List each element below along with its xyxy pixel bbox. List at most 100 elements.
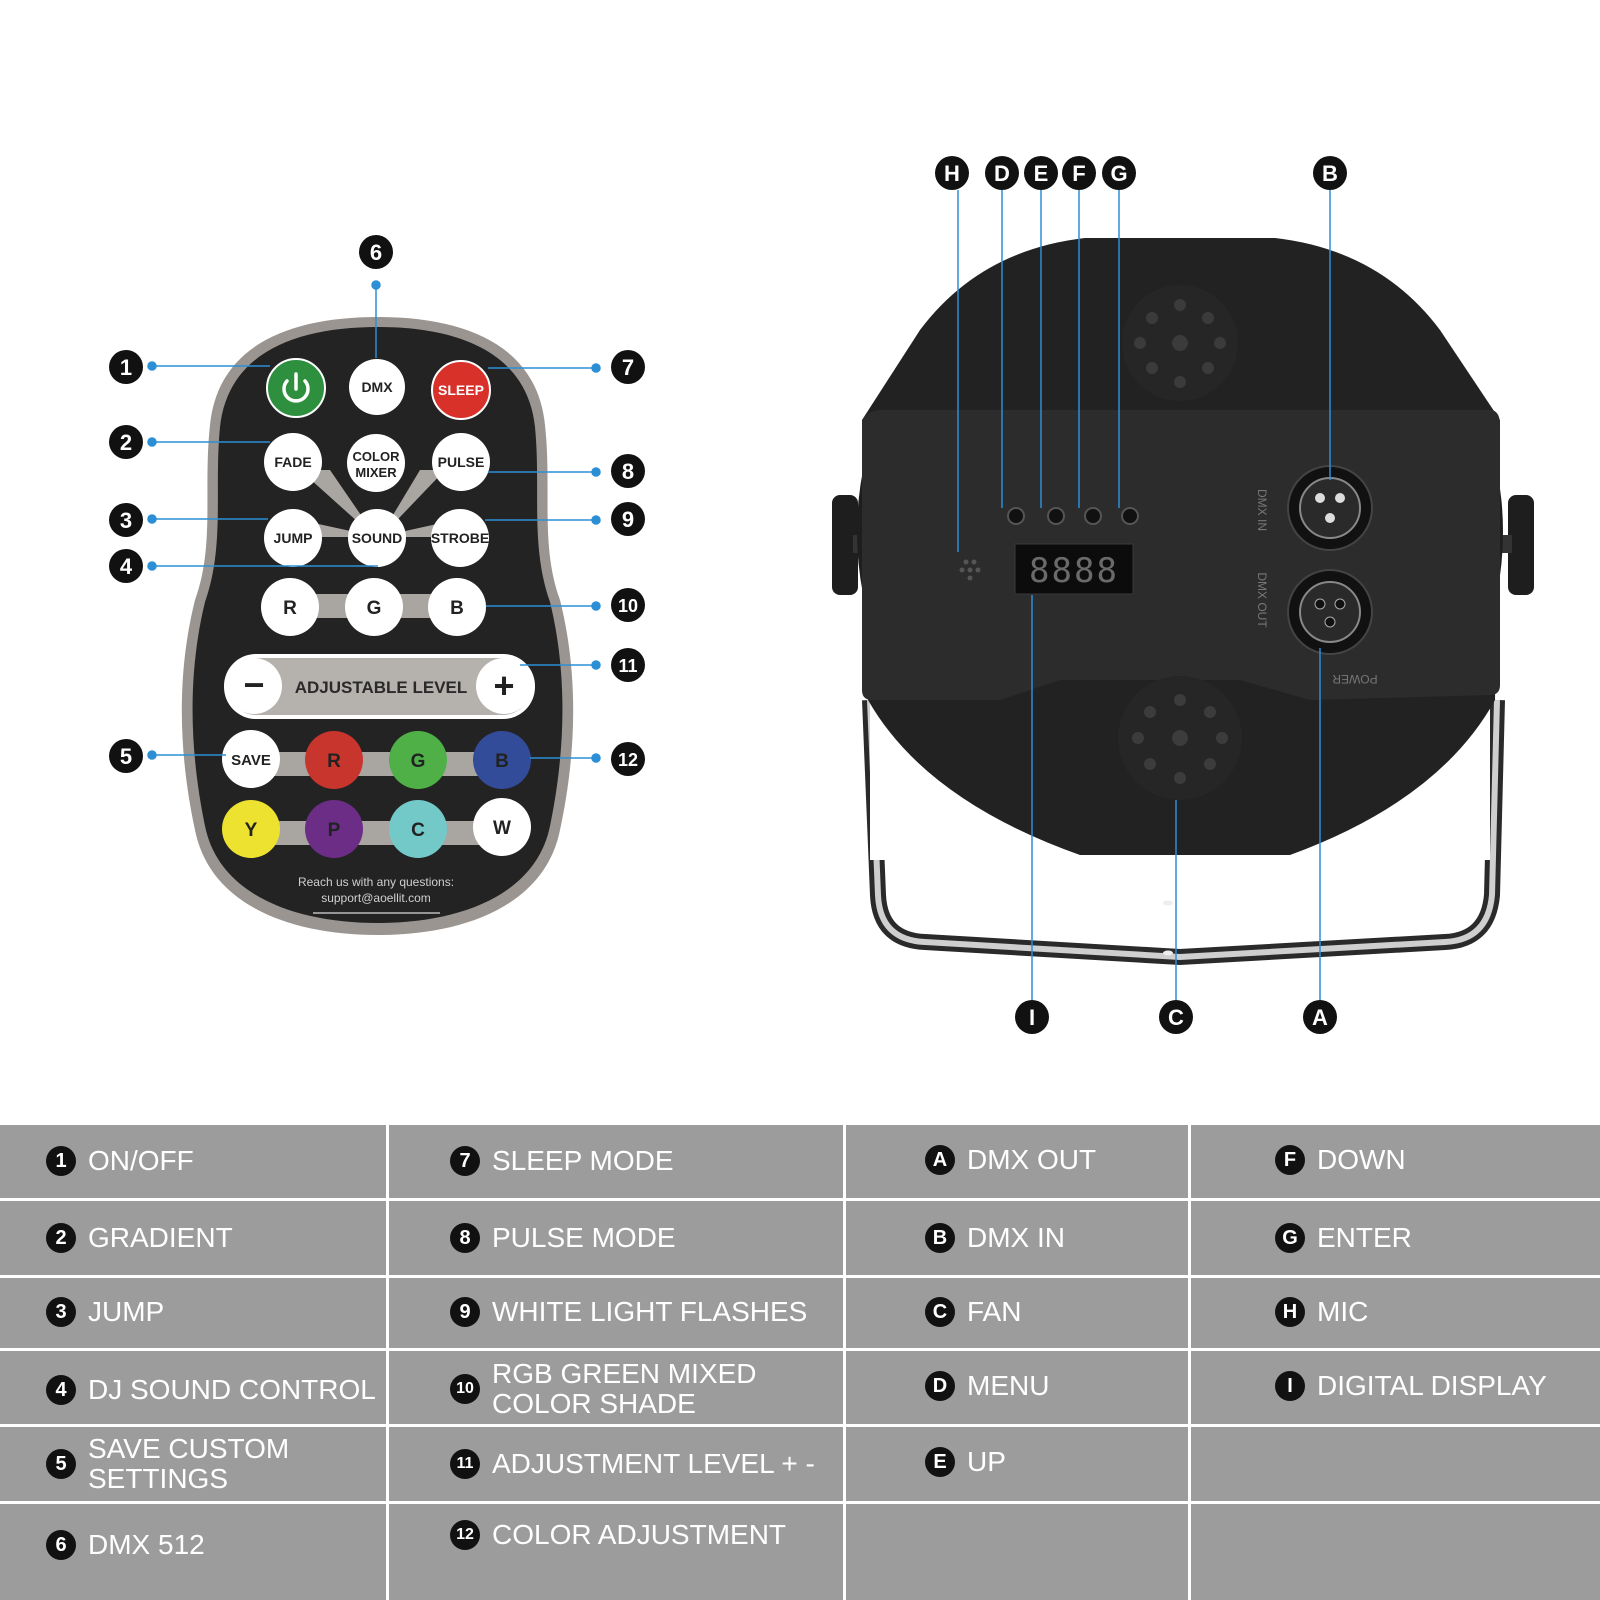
legend-badge: G [1275, 1223, 1305, 1253]
dmx-out-text: DMX OUT [1255, 572, 1269, 628]
plus-button [476, 658, 532, 714]
contact-line-2: support@aoellit.com [321, 891, 431, 905]
red-label: R [327, 751, 341, 772]
legend-badge: C [925, 1297, 955, 1327]
g-label: G [367, 598, 382, 619]
light-device: 8888 DMX IN DMX OUT POWER [832, 200, 1534, 966]
legend-text: WHITE LIGHT FLASHES [492, 1296, 808, 1327]
digital-display [1014, 543, 1134, 595]
plus-label: + [493, 665, 514, 706]
dmx-in-text: DMX IN [1255, 489, 1269, 531]
legend-item: F DOWN [1275, 1138, 1595, 1182]
callout-12: 12 [618, 750, 638, 770]
legend-badge: 12 [450, 1520, 480, 1550]
purple-label: P [328, 820, 341, 841]
callout-3: 3 [120, 508, 132, 533]
right-knob [1508, 495, 1534, 595]
legend-badge: F [1275, 1145, 1305, 1175]
blue-button [473, 731, 531, 789]
mic-holes [959, 559, 981, 581]
color-mixer-label-1: COLOR [353, 449, 401, 464]
callout-11: 11 [618, 656, 637, 676]
divider [1188, 1125, 1191, 1600]
callout-1: 1 [120, 355, 132, 380]
remote-callouts: 1 6 7 2 8 3 9 4 10 11 5 12 [109, 235, 645, 776]
legend-text: COLOR ADJUSTMENT [492, 1519, 787, 1550]
legend-badge: D [925, 1371, 955, 1401]
adjustable-level-bar [228, 658, 531, 715]
callout-4: 4 [120, 554, 133, 579]
callout-6: 6 [370, 240, 382, 265]
callout-C: C [1168, 1005, 1184, 1030]
dmx-label: DMX [361, 379, 393, 395]
menu-button [1007, 507, 1025, 525]
callout-2: 2 [120, 430, 132, 455]
divider [386, 1125, 389, 1600]
legend-text: RGB GREEN MIXED COLOR SHADE [492, 1358, 757, 1419]
legend-text: ENTER [1317, 1222, 1412, 1253]
color-mixer-button [347, 434, 405, 492]
legend-badge: 3 [46, 1297, 76, 1327]
fan-vent-top [1122, 285, 1238, 401]
legend-badge: 1 [46, 1146, 76, 1176]
strobe-label: STROBE [431, 530, 489, 546]
left-knob [832, 495, 858, 595]
legend-item: 12 COLOR ADJUSTMENT [450, 1513, 835, 1557]
jump-label: JUMP [274, 530, 313, 546]
callout-9: 9 [622, 507, 634, 532]
sleep-label: SLEEP [438, 382, 484, 398]
legend-badge: B [925, 1223, 955, 1253]
white-label: W [493, 818, 511, 839]
sound-button [348, 509, 406, 567]
divider [0, 1424, 1600, 1427]
legend-badge: 4 [46, 1375, 76, 1405]
legend-text: SAVE CUSTOM SETTINGS [88, 1433, 290, 1494]
legend-badge: 5 [46, 1449, 76, 1479]
remote-control: − + ADJUSTABLE LEVEL DMX SLEEP FADE COLO… [181, 317, 574, 935]
legend-text: DOWN [1317, 1144, 1406, 1175]
power-icon [282, 372, 310, 403]
divider [0, 1275, 1600, 1278]
sleep-button [431, 360, 491, 420]
fade-label: FADE [274, 454, 311, 470]
legend-badge: 10 [450, 1374, 480, 1404]
callout-B: B [1322, 161, 1338, 186]
callout-7: 7 [622, 355, 634, 380]
g-button [345, 578, 403, 636]
purple-button [305, 800, 363, 858]
legend-text: FAN [967, 1296, 1022, 1327]
divider [843, 1125, 846, 1600]
device-callout-lines [957, 190, 1331, 1000]
legend-text: DIGITAL DISPLAY [1317, 1370, 1547, 1401]
legend-badge: 2 [46, 1223, 76, 1253]
yellow-button [222, 800, 280, 858]
up-button [1047, 507, 1065, 525]
callout-E: E [1034, 161, 1049, 186]
pulse-label: PULSE [438, 454, 485, 470]
r-button [261, 578, 319, 636]
legend-badge: 7 [450, 1146, 480, 1176]
color-connector-bar-2 [240, 821, 510, 845]
legend-item: B DMX IN [925, 1216, 1180, 1260]
color-connector-bar-1 [240, 752, 510, 776]
legend-item: G ENTER [1275, 1216, 1595, 1260]
legend-text: DMX IN [967, 1222, 1065, 1253]
legend-item: 10 RGB GREEN MIXED COLOR SHADE [450, 1357, 780, 1421]
callout-D: D [994, 161, 1010, 186]
minus-label: − [243, 664, 264, 705]
contact-line-1: Reach us with any questions: [298, 875, 454, 889]
red-button [305, 731, 363, 789]
callout-8: 8 [622, 459, 634, 484]
b-button [428, 578, 486, 636]
save-label: SAVE [231, 752, 271, 769]
legend-text: GRADIENT [88, 1222, 233, 1253]
